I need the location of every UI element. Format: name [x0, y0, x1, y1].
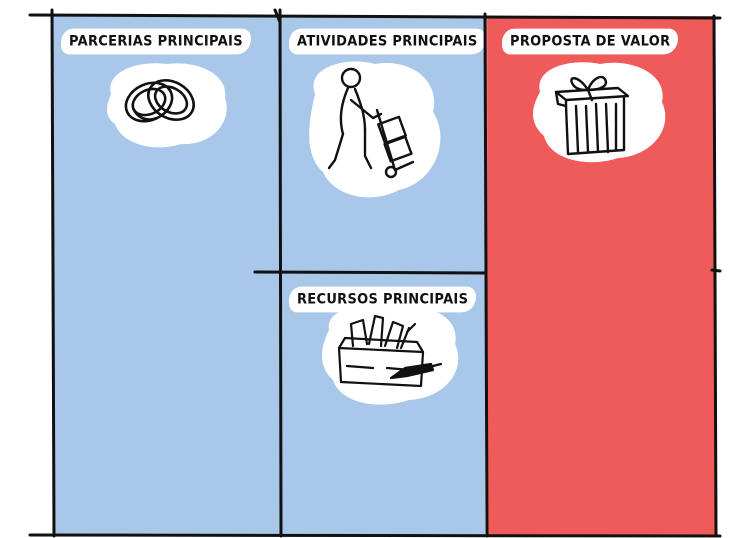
toolbox-icon — [337, 314, 443, 388]
value-highlight-blob — [533, 62, 666, 163]
cell-key-activities: ATIVIDADES PRINCIPAIS — [281, 16, 485, 274]
partners-highlight-blob — [107, 63, 227, 148]
resources-highlight-blob — [322, 305, 459, 405]
gift-box-icon — [554, 75, 630, 156]
person-pushing-hand-truck-icon — [327, 67, 415, 179]
partners-title: PARCERIAS PRINCIPAIS — [61, 28, 251, 55]
activities-title: ATIVIDADES PRINCIPAIS — [289, 28, 485, 55]
cell-value-proposition: PROPOSTA DE VALOR — [486, 16, 715, 536]
rings-icon — [124, 79, 195, 123]
cell-key-partners: PARCERIAS PRINCIPAIS — [53, 16, 280, 536]
value-title: PROPOSTA DE VALOR — [502, 28, 679, 55]
cell-key-resources: RECURSOS PRINCIPAIS — [281, 274, 485, 536]
resources-title: RECURSOS PRINCIPAIS — [289, 286, 477, 313]
